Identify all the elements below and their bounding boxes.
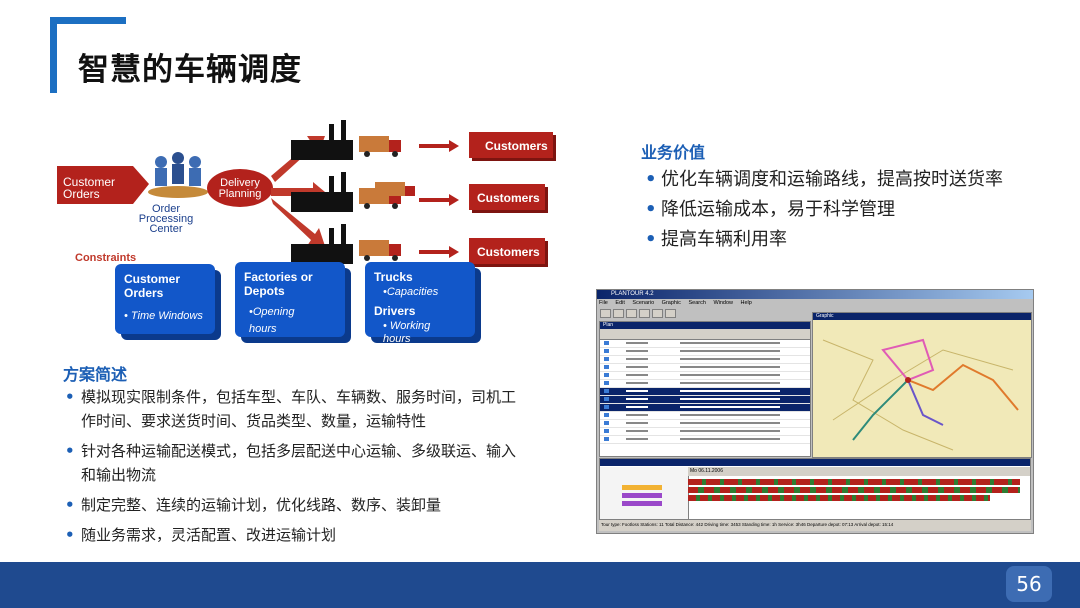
toolbar-button <box>665 309 676 318</box>
menu-item: Window <box>713 300 733 306</box>
window-title: PLANTOUR 4.2 <box>597 290 1033 299</box>
business-value-heading: 业务价值 <box>641 143 706 162</box>
list-item: •提高车辆利用率 <box>645 229 787 250</box>
title-bracket-decoration <box>50 17 126 93</box>
table-row <box>600 340 810 348</box>
table-row <box>600 420 810 428</box>
gantt-bar <box>688 487 1020 493</box>
logistics-diagram: Customer Orders Order Processing Center … <box>57 112 557 345</box>
gantt-bar <box>688 495 990 501</box>
table-row <box>600 372 810 380</box>
table-row <box>600 380 810 388</box>
table-row <box>600 428 810 436</box>
gantt-time-scale: Mo 06.11.2006 <box>688 467 1030 476</box>
table-row <box>600 436 810 444</box>
factory-truck-rows <box>291 120 459 264</box>
customer-orders-arrow <box>57 166 149 204</box>
menu-item: Search <box>688 300 706 306</box>
plan-grid-header <box>600 329 810 340</box>
customers-ribbon-1: Customers <box>469 132 553 158</box>
slide-title: 智慧的车辆调度 <box>78 52 302 88</box>
list-item: •优化车辆调度和运输路线，提高按时送货率 <box>645 169 1003 190</box>
plan-pane-title: Plan <box>600 322 810 329</box>
delivery-planning-label: Delivery Planning <box>218 177 262 200</box>
constraint-box-trucks: Trucks •Capacities Drivers • Working hou… <box>365 262 475 345</box>
gantt-title-bar <box>600 459 1030 466</box>
delivery-planning-ellipse <box>207 169 273 207</box>
menu-item: Help <box>740 300 752 306</box>
toolbar-button <box>626 309 637 318</box>
people-icon <box>148 152 208 198</box>
list-item: •随业务需求，灵活配置、改进运输计划 <box>65 526 337 544</box>
page-number: 56 <box>1006 566 1052 602</box>
gantt-bar <box>688 479 1020 485</box>
toolbar-button <box>600 309 611 318</box>
table-row <box>600 388 810 396</box>
list-item: •针对各种运输配送模式，包括多层配送中心运输、多级联运、输入和输出物流 <box>65 442 517 484</box>
table-row <box>600 348 810 356</box>
toolbar-button <box>613 309 624 318</box>
table-row <box>600 404 810 412</box>
list-item: •制定完整、连续的运输计划，优化线路、数序、装卸量 <box>65 496 442 514</box>
solution-list: •模拟现实限制条件，包括车型、车队、车辆数、服务时间，司机工作时间、要求送货时间… <box>61 385 521 547</box>
list-item: •模拟现实限制条件，包括车型、车队、车辆数、服务时间，司机工作时间、要求送货时间… <box>65 388 517 430</box>
menu-item: File <box>599 300 608 306</box>
map-pane-title: Graphic <box>813 313 1031 320</box>
schedule-gantt: Mo 06.11.2006 <box>599 458 1031 520</box>
business-value-list: •优化车辆调度和运输路线，提高按时送货率 •降低运输成本，易于科学管理 •提高车… <box>641 168 1011 252</box>
list-item: •降低运输成本，易于科学管理 <box>645 199 895 220</box>
customers-ribbon-3: Customers <box>469 238 545 264</box>
constraint-box-factories: Factories or Depots •Opening hours <box>235 262 345 337</box>
menu-bar: File Edit Scenario Graphic Search Window… <box>599 299 1033 307</box>
table-row <box>600 356 810 364</box>
route-lines <box>822 338 1019 451</box>
toolbar-button <box>652 309 663 318</box>
plan-pane: Plan <box>599 321 811 457</box>
table-row <box>600 412 810 420</box>
menu-item: Edit <box>615 300 625 306</box>
table-row <box>600 396 810 404</box>
menu-item: Graphic <box>661 300 681 306</box>
solution-heading: 方案简述 <box>63 365 128 384</box>
gantt-vehicle-column <box>600 467 689 519</box>
customers-ribbon-2: Customers <box>469 184 545 210</box>
table-row <box>600 364 810 372</box>
menu-item: Scenario <box>632 300 655 306</box>
customer-orders-label: Customer Orders <box>63 175 116 201</box>
toolbar-button <box>639 309 650 318</box>
constraints-label: Constraints <box>75 252 137 264</box>
route-map: Graphic <box>812 312 1032 458</box>
footer-bar <box>0 562 1080 608</box>
route-planning-screenshot: PLANTOUR 4.2 File Edit Scenario Graphic … <box>596 289 1034 534</box>
order-processing-center-label: Order Processing Center <box>138 203 194 235</box>
constraint-box-customer-orders: Customer Orders • Time Windows <box>115 264 215 334</box>
status-bar: Tour type: Footloss Stations: 11 Total D… <box>599 519 1031 531</box>
toolbar <box>599 308 1033 320</box>
